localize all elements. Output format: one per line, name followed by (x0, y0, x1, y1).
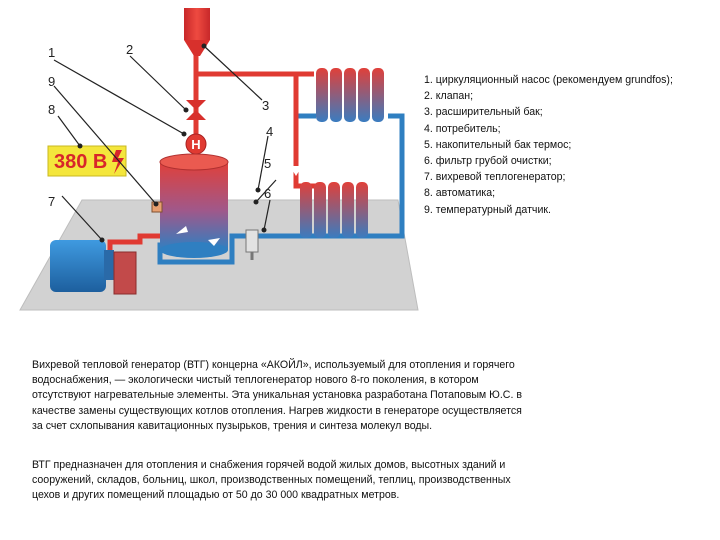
circulation-pump: Н (185, 133, 207, 155)
legend-item: 6. фильтр грубой очистки; (424, 155, 552, 168)
valve-icon (186, 100, 206, 120)
callout-7: 7 (48, 194, 55, 209)
callout-5: 5 (264, 156, 271, 171)
voltage-sign: 380 В (47, 145, 127, 177)
callout-9: 9 (48, 74, 55, 89)
component-legend: 1. циркуляционный насос (рекомендуем gru… (424, 72, 673, 218)
legend-item: 2. клапан; (424, 90, 474, 103)
legend-item: 9. температурный датчик. (424, 203, 551, 216)
radiator-bottom (300, 182, 368, 238)
vortex-heat-generator (50, 240, 137, 295)
heating-system-diagram: Н 380 В (19, 8, 419, 311)
callout-1: 1 (48, 45, 55, 60)
voltage-text: 380 В (54, 151, 107, 173)
callout-4: 4 (266, 124, 273, 139)
leader-lines (53, 45, 277, 241)
legend-item: 8. автоматика; (424, 187, 496, 200)
radiator-top (316, 68, 384, 122)
flow-arrows (290, 166, 302, 176)
storage-tank (159, 153, 229, 258)
callout-6: 6 (264, 186, 271, 201)
legend-item: 5. накопительный бак термос; (424, 138, 572, 151)
legend-item: 1. циркуляционный насос (рекомендуем gru… (424, 74, 673, 86)
coarse-filter (245, 229, 259, 260)
leader-dots (77, 43, 267, 243)
description-paragraph-2: ВТГ предназначен для отопления и снабжен… (32, 459, 511, 502)
callout-8: 8 (48, 102, 55, 117)
pump-letter: Н (191, 137, 200, 152)
description-paragraph-1: Вихревой тепловой генератор (ВТГ) концер… (32, 359, 522, 432)
callout-3: 3 (262, 98, 269, 113)
callout-2: 2 (126, 42, 133, 57)
expansion-tank (184, 8, 210, 56)
legend-item: 4. потребитель; (424, 122, 501, 135)
legend-item: 3. расширительный бак; (424, 106, 543, 119)
legend-item: 7. вихревой теплогенератор; (424, 171, 566, 184)
cold-pipes (157, 113, 405, 265)
